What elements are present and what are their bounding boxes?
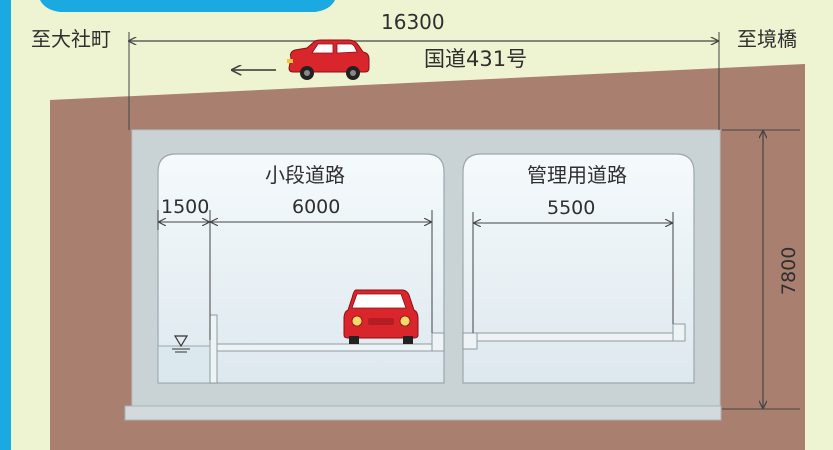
left-tunnel-label: 小段道路 [265, 163, 345, 187]
right-destination-label: 至境橋 [737, 27, 797, 51]
top-tab [40, 0, 335, 12]
total-width-label: 16300 [381, 10, 445, 34]
left-road-deck [216, 343, 433, 352]
water-level-triangle-icon [172, 335, 190, 353]
management-road-width-label: 5500 [547, 197, 595, 219]
right-tunnel-interior [462, 153, 695, 384]
road-name-label: 国道431号 [424, 47, 527, 71]
car-icon [287, 39, 370, 80]
right-tunnel-label: 管理用道路 [527, 163, 627, 187]
channel-width-label: 1500 [161, 196, 209, 218]
left-destination-label: 至大社町 [31, 27, 111, 51]
small-road-width-label: 6000 [292, 196, 340, 218]
left-border-bar [0, 0, 11, 450]
footing-slab [124, 405, 722, 421]
total-height-label: 7800 [778, 247, 800, 295]
car-icon [343, 289, 419, 344]
left-curb [431, 332, 445, 352]
right-road-deck [474, 332, 674, 342]
right-curb-right [672, 323, 686, 342]
right-curb-left [462, 332, 478, 350]
channel-wall [209, 314, 218, 384]
